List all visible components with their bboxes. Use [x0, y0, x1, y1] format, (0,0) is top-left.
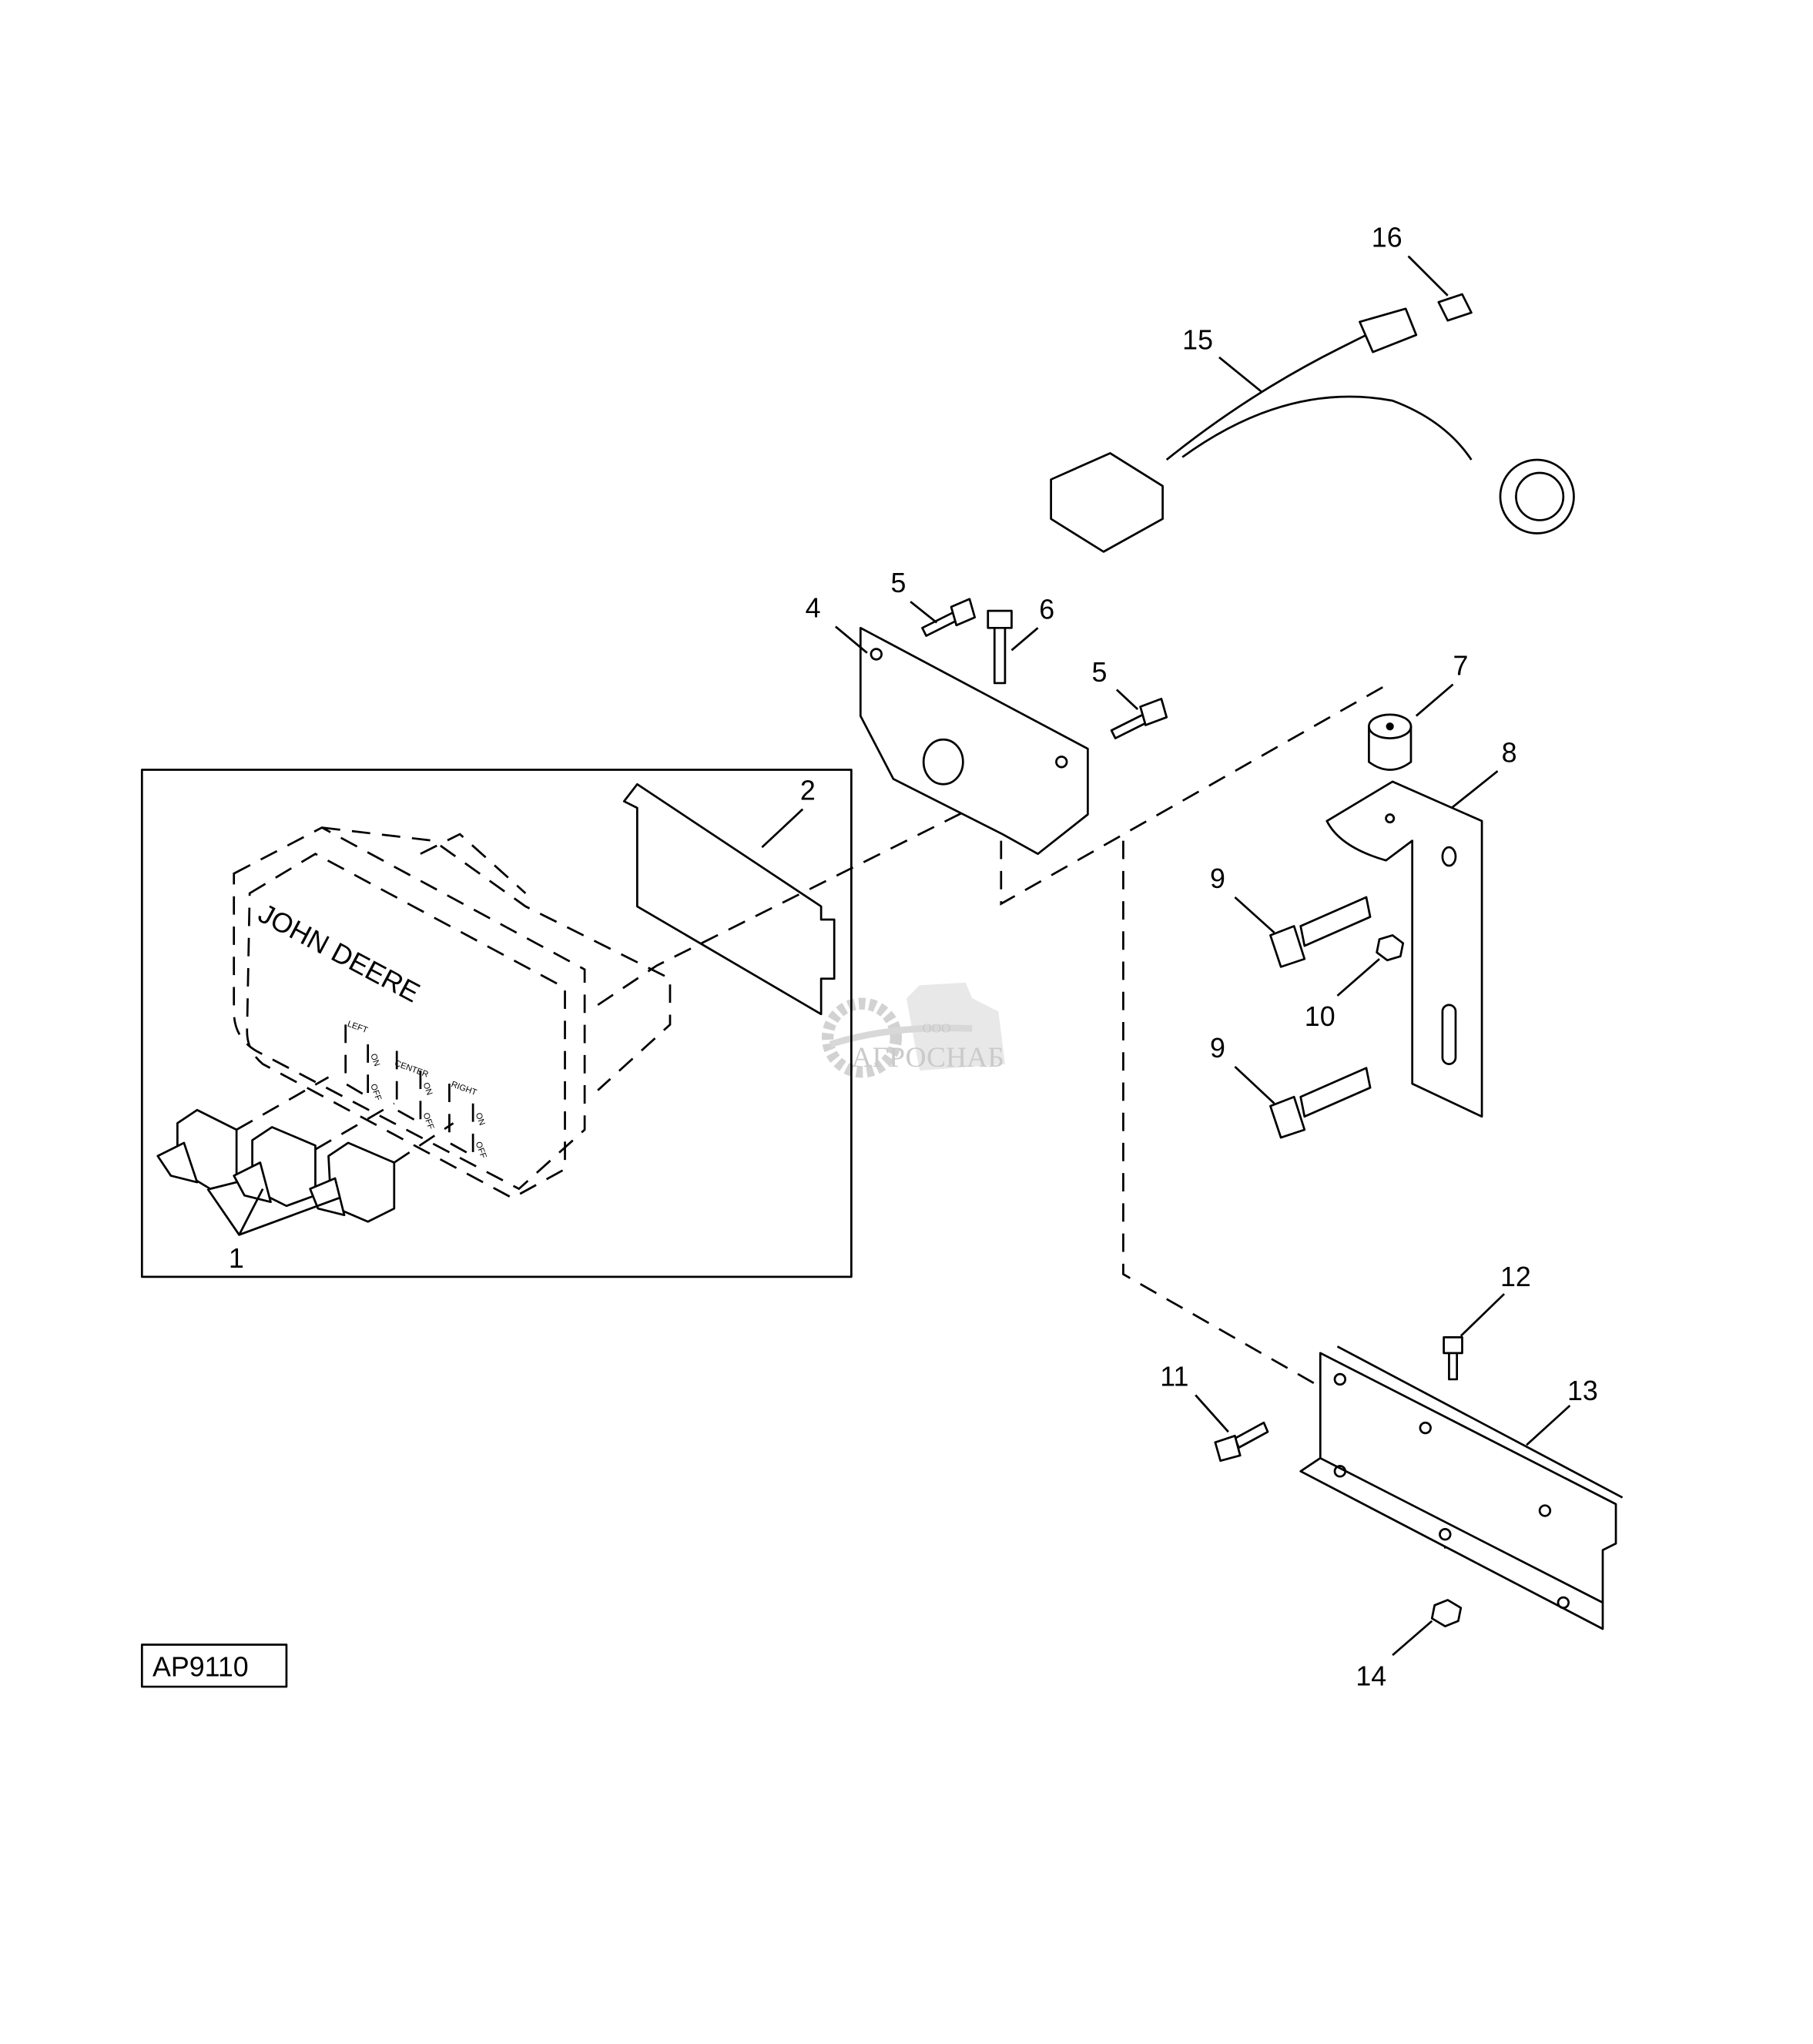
callout-4: 4	[806, 593, 821, 624]
wiring-harness	[1050, 307, 1575, 553]
bolt-6	[987, 609, 1013, 685]
angle-bracket	[1299, 1345, 1624, 1630]
callout-6: 6	[1039, 594, 1054, 625]
figure-id: AP9110	[152, 1651, 249, 1682]
callout-5: 5	[1091, 657, 1107, 688]
switch-off-label: OFF	[421, 1111, 435, 1131]
bolt-12	[1443, 1335, 1463, 1381]
switch-off-label: OFF	[368, 1083, 383, 1102]
callout-9: 9	[1210, 1033, 1225, 1064]
control-box-inset-frame	[140, 769, 853, 1278]
switch-slot-right: RIGHT ON OFF	[448, 1080, 488, 1163]
switch-on-label: ON	[421, 1081, 434, 1097]
switch-slot-left: LEFT ON OFF	[344, 1020, 383, 1104]
gasket-plate	[622, 782, 836, 1016]
callout-12: 12	[1500, 1262, 1531, 1292]
switch-on-label: ON	[474, 1111, 487, 1127]
callout-9: 9	[1210, 863, 1225, 894]
switch-on-label: ON	[368, 1053, 381, 1068]
switch-off-label: OFF	[474, 1141, 488, 1160]
switch-slot-center: CENTER ON OFF	[394, 1050, 435, 1131]
brand-label: JOHN DEERE	[253, 898, 425, 1009]
connector-16	[1437, 293, 1473, 322]
screw-5a	[921, 598, 977, 637]
screw-5b	[1110, 698, 1168, 739]
rocker-switches	[156, 1076, 454, 1236]
watermark-name: АГРОСНАБ	[851, 1042, 1004, 1074]
callout-1: 1	[229, 1243, 244, 1274]
bolt-9a	[1269, 896, 1372, 968]
watermark-logo: ООО АГРОСНАБ	[821, 982, 1005, 1078]
switch-label-left: LEFT	[346, 1020, 369, 1036]
callout-5: 5	[891, 568, 906, 598]
callout-14: 14	[1356, 1660, 1386, 1691]
leader-lines	[761, 255, 1571, 1657]
callout-7: 7	[1453, 651, 1469, 682]
bolt-11	[1214, 1421, 1269, 1463]
rocker-switch	[309, 1141, 396, 1223]
rocker-switch	[156, 1108, 238, 1190]
rocker-switch	[233, 1126, 317, 1208]
callout-13: 13	[1567, 1376, 1598, 1406]
l-bracket	[1325, 780, 1483, 1118]
callout-11: 11	[1160, 1361, 1188, 1392]
spacer	[1368, 713, 1413, 771]
callout-16: 16	[1372, 223, 1402, 253]
callout-8: 8	[1502, 737, 1517, 768]
callout-15: 15	[1182, 325, 1213, 356]
callout-2: 2	[800, 776, 816, 806]
watermark-prefix: ООО	[922, 1021, 950, 1036]
nut-14	[1430, 1599, 1463, 1627]
mounting-plate	[859, 626, 1089, 856]
bolt-9b	[1269, 1067, 1372, 1139]
nut-10	[1376, 934, 1405, 962]
switch-label-right: RIGHT	[450, 1080, 478, 1097]
callout-10: 10	[1305, 1001, 1335, 1032]
switch-label-center: CENTER	[394, 1059, 430, 1080]
figure-id-box: AP9110	[140, 1644, 288, 1688]
